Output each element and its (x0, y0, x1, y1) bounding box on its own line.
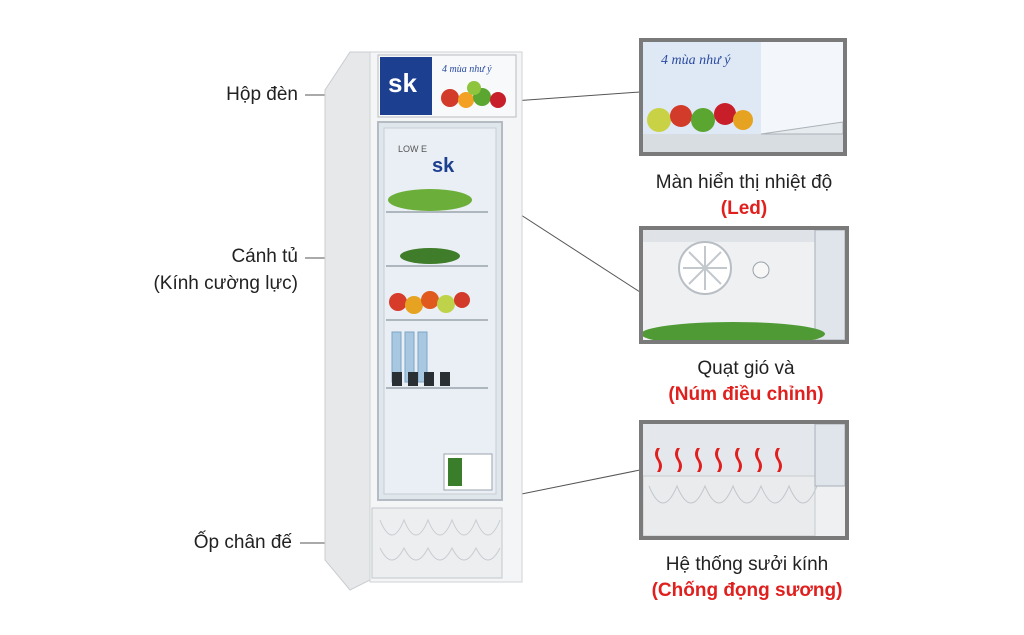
label-hop-den: Hộp đèn (226, 84, 298, 105)
leader-line-display (499, 91, 641, 103)
label-heater-title: Hệ thống sưởi kính (665, 554, 829, 575)
label-op-chan-de: Ốp chân đế (193, 532, 292, 553)
knob-icon (752, 261, 770, 279)
heat-wave-icons (655, 448, 782, 472)
svg-text:4 mùa như ý: 4 mùa như ý (442, 64, 492, 75)
label-fan: Quạt gió và (Núm điều chỉnh) (628, 356, 864, 408)
label-fan-sub: (Núm điều chỉnh) (668, 384, 824, 405)
thumb-display: 4 mùa như ý (639, 38, 847, 156)
label-display-sub: (Led) (720, 198, 768, 219)
svg-text:4 mùa như ý: 4 mùa như ý (661, 53, 731, 68)
thumb-fan (639, 226, 849, 344)
base-cover (371, 507, 503, 579)
svg-text:sk: sk (432, 155, 455, 177)
fridge-body: sk 4 mùa như ý LOW E sk (324, 51, 523, 591)
logo-text: sk (388, 68, 417, 98)
label-heater-sub: (Chống đọng sương) (651, 580, 843, 601)
label-display: Màn hiển thị nhiệt độ (Led) (616, 170, 872, 222)
label-heater: Hệ thống sưởi kính (Chống đọng sương) (616, 552, 878, 604)
label-canh-tu: Cánh tủ (231, 246, 298, 267)
label-kinh-cuong-luc: (Kính cường lực) (153, 273, 298, 294)
thumb-heater (639, 420, 849, 540)
leader-line-heater (501, 469, 641, 499)
svg-text:LOW E: LOW E (398, 144, 427, 154)
label-display-title: Màn hiển thị nhiệt độ (655, 172, 833, 193)
logo-panel (380, 57, 432, 115)
label-fan-title: Quạt gió và (697, 358, 795, 379)
